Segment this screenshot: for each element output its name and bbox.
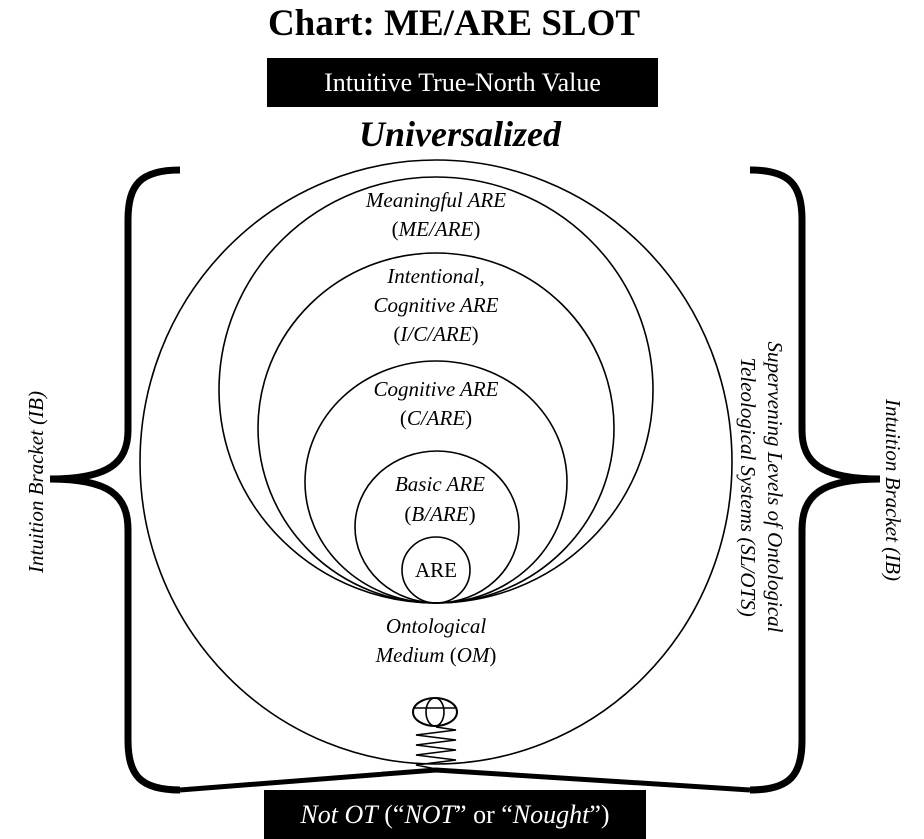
circle-are xyxy=(401,536,471,604)
medium-line2: Medium (OM) xyxy=(375,643,497,667)
medium-line1: Ontological xyxy=(386,614,486,638)
intentional-line2: Cognitive ARE xyxy=(373,293,498,317)
supervening-line1: Supervening Levels of Ontological xyxy=(763,341,787,632)
basic-line2: (B/ARE) xyxy=(404,502,475,526)
outer-ellipse xyxy=(139,159,733,765)
meaningful-line1: Meaningful ARE xyxy=(365,188,506,212)
are-label: ARE xyxy=(415,558,457,582)
bottom-v-line xyxy=(179,767,751,793)
chart-title: Chart: ME/ARE SLOT xyxy=(267,3,641,44)
supervening-line2: Teleological Systems (SL/OTS) xyxy=(736,357,760,616)
right-bracket-label: Intuition Bracket (IB) xyxy=(881,398,905,581)
left-bracket xyxy=(49,166,181,794)
true-north-box: Intuitive True-North Value xyxy=(267,58,658,107)
left-bracket-label: Intuition Bracket (IB) xyxy=(24,391,48,574)
intentional-line1: Intentional, xyxy=(386,264,484,288)
spring-icon xyxy=(415,726,457,770)
basic-line1: Basic ARE xyxy=(395,472,485,496)
cognitive-line2: (C/ARE) xyxy=(400,406,472,430)
intentional-line3: (I/C/ARE) xyxy=(393,322,478,346)
right-bracket xyxy=(749,166,881,794)
globe-icon xyxy=(412,697,458,727)
universalized-heading: Universalized xyxy=(359,114,561,154)
not-ot-box: Not OT (“NOT” or “Nought”) xyxy=(264,790,646,839)
meaningful-line2: (ME/ARE) xyxy=(392,217,481,241)
cognitive-line1: Cognitive ARE xyxy=(373,377,498,401)
